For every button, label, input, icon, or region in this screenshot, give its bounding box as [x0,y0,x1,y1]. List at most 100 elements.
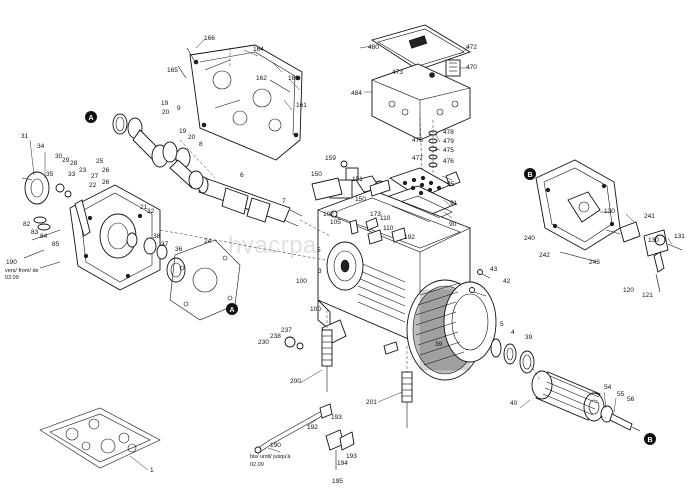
label-100b: 100 [310,306,321,313]
label-19b: 19 [179,128,187,135]
label-479: 479 [443,138,454,145]
ref-marker-a-top: A [85,111,97,123]
label-238: 238 [270,333,281,340]
label-194: 194 [337,460,348,467]
label-190: 190 [270,442,281,449]
label-105: 105 [330,219,341,226]
label-110b: 110 [383,225,394,232]
note-until-version: bis/ until/ jusqu'à [250,454,291,460]
label-33: 33 [68,171,76,178]
label-130: 130 [648,237,659,244]
suction-fittings [311,160,407,245]
ref-marker-b-top: B [524,168,536,180]
label-32: 32 [147,208,155,215]
label-90: 90 [449,221,457,228]
label-159: 159 [325,155,336,162]
label-193: 193 [331,414,342,421]
label-34: 34 [37,143,45,150]
label-43: 43 [490,266,498,273]
label-30: 30 [55,153,63,160]
label-195: 195 [332,478,343,485]
label-83: 83 [31,229,39,236]
motor-rotor [531,370,641,432]
label-192-top: 192 [404,234,415,241]
label-152: 150 [355,196,366,203]
motor-end-cover [535,159,621,263]
terminal-box-assembly [370,24,472,178]
label-4: 4 [511,329,515,336]
label-190-left: 190 [6,259,17,266]
label-241: 241 [644,213,655,220]
terminal-plate-assembly [382,167,461,227]
label-42: 42 [503,278,511,285]
ref-marker-a-bottom: A [226,303,238,315]
label-6: 6 [240,172,244,179]
label-161: 161 [296,102,307,109]
label-475b: 475 [443,147,454,154]
svg-text:A: A [89,115,94,122]
label-193b: 193 [346,453,357,460]
motor-stator [406,279,535,381]
label-470: 470 [466,64,477,71]
label-25: 25 [96,158,104,165]
label-484: 484 [351,90,362,97]
label-1: 1 [150,467,154,474]
bearing-housing-left [21,171,186,291]
label-5: 5 [317,247,321,254]
label-20b: 20 [188,134,196,141]
leader-lines [29,38,673,471]
label-477: 477 [412,155,423,162]
label-3: 3 [318,268,322,275]
svg-text:B: B [648,437,653,444]
label-150: 150 [311,171,322,178]
label-31: 31 [21,133,29,140]
label-36: 36 [175,246,183,253]
label-478: 478 [443,129,454,136]
svg-text:B: B [528,172,533,179]
label-39: 39 [525,334,533,341]
label-165: 165 [167,67,178,74]
label-130-top: 130 [604,208,615,215]
label-56: 56 [627,396,635,403]
label-237: 237 [281,327,292,334]
label-242: 242 [539,252,550,259]
label-173: 173 [370,211,381,218]
label-162: 162 [256,75,267,82]
label-40: 40 [510,400,518,407]
label-160: 160 [288,75,299,82]
part-number-labels: 166 165 164 162 160 161 19 9 20 19 20 8 … [5,35,685,485]
label-121: 121 [642,292,653,299]
note-from-version: vers/ from/ de [5,268,39,274]
label-24: 24 [204,238,212,245]
svg-text:A: A [230,307,235,314]
label-91: 91 [450,200,458,207]
label-55: 55 [617,391,625,398]
label-5b: 5 [500,321,504,328]
label-240: 240 [524,235,535,242]
label-7: 7 [282,198,286,205]
label-29: 29 [62,157,70,164]
note-from-date: 03.09 [5,275,19,281]
label-23: 23 [79,167,87,174]
label-475: 475 [412,137,423,144]
label-26: 26 [102,167,110,174]
label-21: 21 [140,204,148,211]
label-166: 166 [204,35,215,42]
assembly-lines [159,46,607,419]
label-39b: 39 [435,341,443,348]
label-28: 28 [70,160,78,167]
label-100: 100 [296,278,307,285]
oil-line [254,403,355,470]
label-85: 85 [52,241,60,248]
label-102: 102 [323,211,334,218]
label-472: 472 [466,44,477,51]
ref-marker-b-bottom: B [644,433,656,445]
gasket-set [39,407,161,469]
label-54: 54 [604,384,612,391]
label-8: 8 [199,141,203,148]
label-20: 20 [162,109,170,116]
label-95: 95 [447,181,455,188]
label-192: 192 [307,424,318,431]
